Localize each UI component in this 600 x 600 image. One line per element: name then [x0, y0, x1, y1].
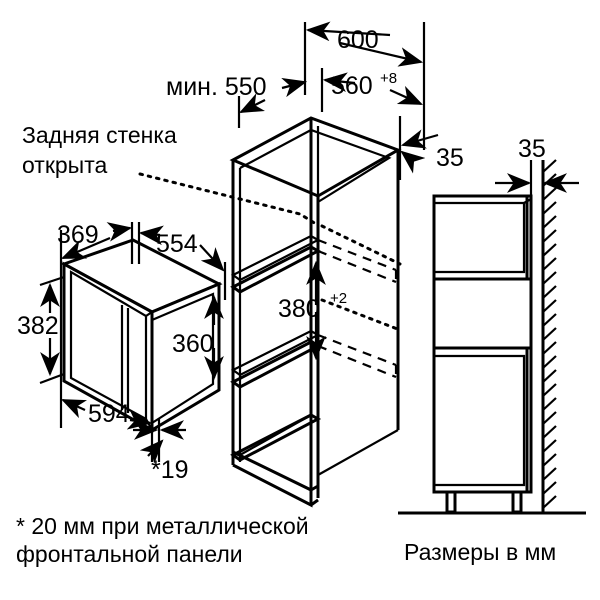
dim-35-top-panel: 35 — [398, 116, 464, 180]
dim-369: 369 — [57, 221, 134, 272]
footnote-line1: * 20 мм при металлической — [16, 513, 309, 539]
dim-382-label: 382 — [17, 312, 59, 340]
dim-min-550: мин. 550 — [166, 73, 308, 128]
dim-554-label: 554 — [156, 230, 198, 258]
dim-min-550-label: мин. 550 — [166, 73, 267, 101]
units-note: Размеры в мм — [404, 539, 556, 565]
dim-369-label: 369 — [57, 221, 99, 249]
dim-19-label: *19 — [151, 456, 189, 484]
dim-360: 360 — [172, 294, 224, 381]
back-wall-open-line2: открыта — [22, 152, 107, 178]
dim-594-label: 594 — [88, 400, 130, 428]
back-wall-open-line1: Задняя стенка — [22, 122, 177, 148]
dim-382: 382 — [17, 272, 65, 390]
back-wall-open-leader — [138, 172, 402, 332]
dim-554: 554 — [137, 222, 227, 300]
dim-360-label: 360 — [172, 330, 214, 358]
dim-35-top-panel-label: 35 — [436, 144, 464, 172]
footnote-arrow — [310, 499, 319, 506]
dim-35-wall-gap-label: 35 — [518, 135, 546, 163]
isometric-appliance — [60, 238, 223, 433]
dim-560-tolerance: +8 — [380, 70, 397, 87]
dim-380-tolerance: +2 — [330, 290, 347, 307]
dim-560-label: 560 — [331, 72, 373, 100]
dim-19: *19 — [133, 418, 189, 484]
dim-600: 600 — [303, 21, 426, 150]
cabinet-side-elevation — [398, 159, 586, 515]
footnote-line2: фронтальной панели — [16, 541, 243, 567]
dim-560: 560 +8 — [320, 68, 424, 112]
dim-380: 380 +2 — [278, 260, 347, 361]
dim-35-wall-gap: 35 — [495, 135, 579, 198]
dim-380-label: 380 — [278, 295, 320, 323]
dim-600-label: 600 — [337, 26, 379, 54]
wall-hatching — [542, 159, 557, 509]
dim-594: 594 — [59, 390, 154, 462]
